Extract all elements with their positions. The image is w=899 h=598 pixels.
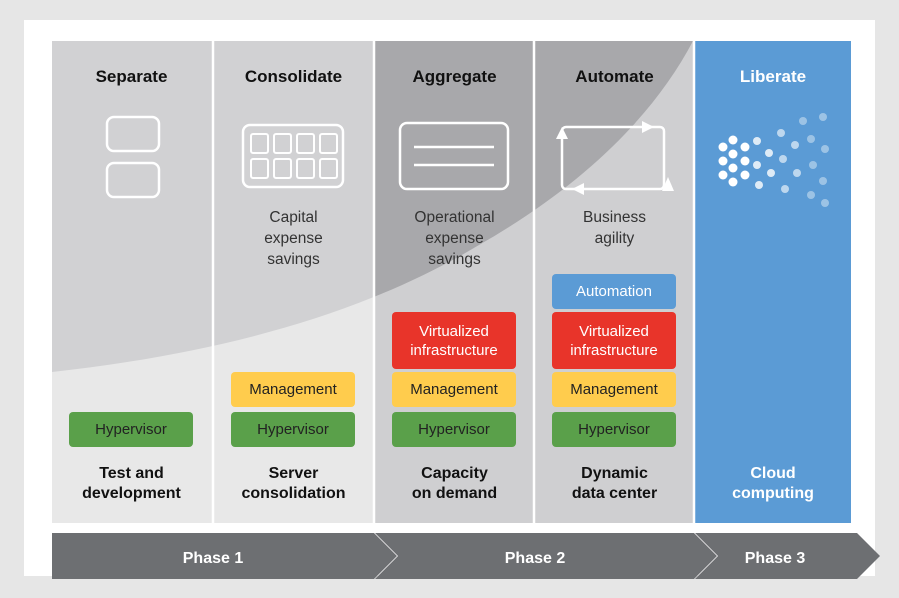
column-title: Liberate [739,67,807,86]
column-liberate: Liberate Cloud computing [695,41,851,523]
phase-3-label: Phase 3 [744,550,806,567]
hypervisor-layer: Hypervisor [552,412,676,447]
phase-2-label: Phase 2 [504,550,566,567]
column-caption: Business agility [583,209,646,247]
phase-1-arrow [52,533,397,579]
column-title: Consolidate [244,67,343,86]
column-footer: Server consolidation [241,465,346,502]
hypervisor-layer: Hypervisor [231,412,355,447]
column-footer: Cloud computing [732,465,814,502]
column-footer: Dynamic data center [571,465,658,502]
liberate-region [695,41,851,523]
column-title: Aggregate [412,67,497,86]
cycle-arrows-icon [556,121,674,195]
phase-2-arrow [375,533,717,579]
management-layer: Management [392,372,516,407]
column-separate: Separate Hypervisor Test and development [52,41,211,523]
column-aggregate: Aggregate Operational expense savings Vi… [375,41,534,523]
column-consolidate: Consolidate Capital expense savings Mana… [214,41,373,523]
column-title: Automate [575,67,654,86]
column-footer: Capacity on demand [411,465,498,502]
two-boxes-icon [105,115,161,199]
hypervisor-layer: Hypervisor [69,412,193,447]
server-grid-icon [241,123,345,189]
dispersing-dots-icon [718,113,829,207]
column-automate: Automate Business agility Automation Vir… [535,41,694,523]
column-caption: Operational expense savings [414,209,495,268]
phase-1-label: Phase 1 [182,550,244,567]
hypervisor-layer: Hypervisor [392,412,516,447]
phase-arrows [52,533,880,579]
management-layer: Management [231,372,355,407]
virtualized-infrastructure-layer: Virtualized infrastructure [392,312,516,369]
virtualized-infrastructure-layer: Virtualized infrastructure [552,312,676,369]
automation-layer: Automation [552,274,676,309]
column-caption: Capital expense savings [264,209,323,268]
column-title: Separate [95,67,168,86]
diagram-frame: Separate Hypervisor Test and development… [24,20,880,579]
pool-box-icon [398,121,510,191]
column-footer: Test and development [82,465,181,502]
phase-3-arrow [695,533,880,579]
management-layer: Management [552,372,676,407]
